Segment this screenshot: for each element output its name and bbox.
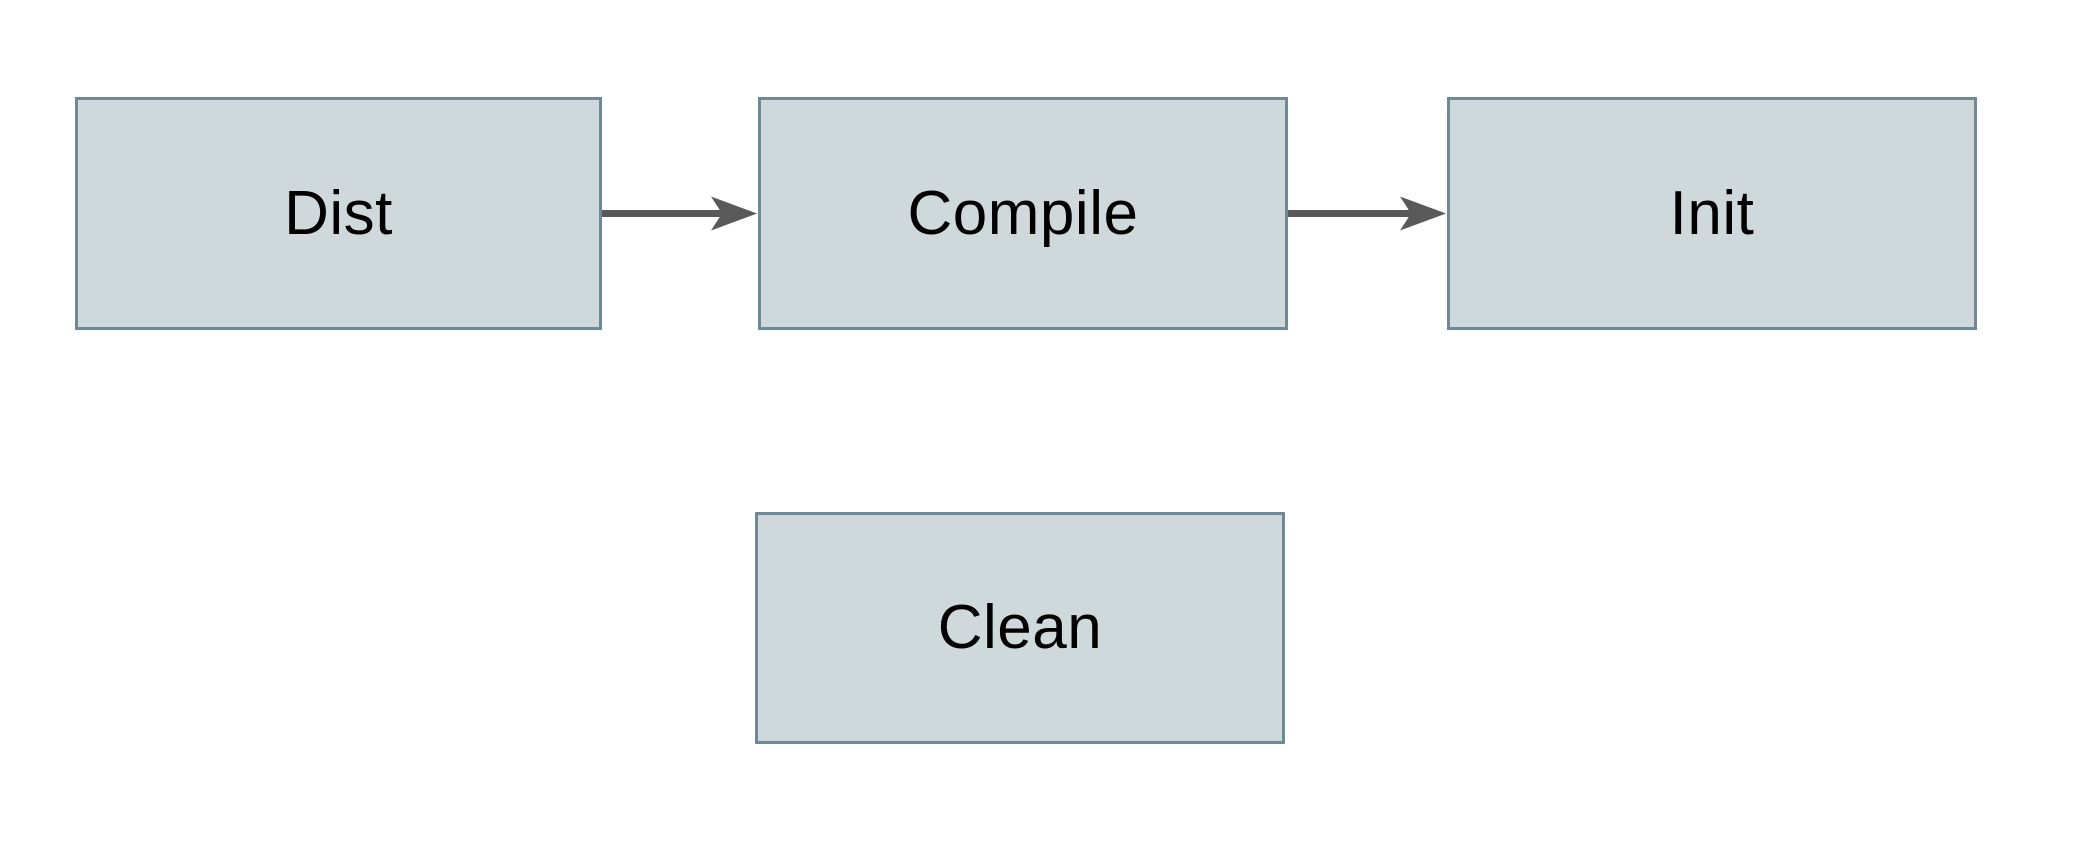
node-dist-label: Dist	[284, 178, 393, 248]
node-compile-label: Compile	[907, 178, 1139, 248]
node-init-label: Init	[1669, 178, 1755, 248]
node-clean-label: Clean	[937, 593, 1103, 662]
node-init: Init	[1447, 97, 1977, 330]
arrow-compile-to-init	[1288, 196, 1446, 231]
node-compile: Compile	[758, 97, 1288, 330]
arrow-dist-to-compile	[602, 196, 757, 231]
node-dist: Dist	[75, 97, 602, 330]
node-clean: Clean	[755, 512, 1285, 744]
